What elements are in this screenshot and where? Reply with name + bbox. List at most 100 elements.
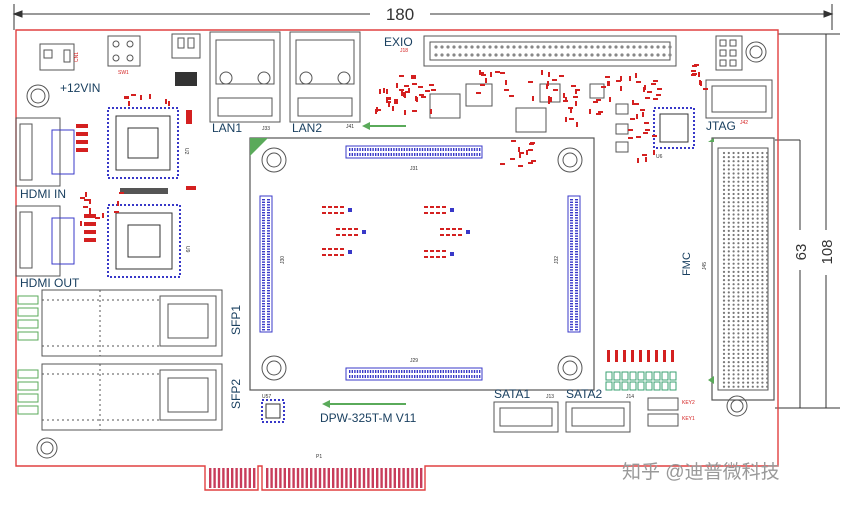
fmc-pin xyxy=(722,197,726,200)
fmc-pin xyxy=(756,315,759,319)
connector-pin xyxy=(447,148,450,151)
exio-pin xyxy=(458,45,462,49)
passive-part xyxy=(376,109,381,111)
passive-part xyxy=(411,77,416,79)
fmc-pin xyxy=(727,315,730,319)
connector-pin xyxy=(570,258,573,261)
passive-part xyxy=(421,96,426,98)
connector-pin xyxy=(262,269,265,271)
fmc-pin xyxy=(751,262,754,265)
fmc-pin xyxy=(737,262,740,265)
connector-pin xyxy=(570,266,573,268)
fmc-pin xyxy=(732,336,735,339)
connector-pin xyxy=(377,375,379,378)
connector-pin xyxy=(453,375,455,378)
exio-label: EXIO xyxy=(384,35,413,49)
fmc-pin xyxy=(737,307,740,310)
connector-pin xyxy=(575,199,578,201)
connector-pin xyxy=(460,153,463,156)
gold-finger-pad xyxy=(380,468,383,488)
gold-finger-pad xyxy=(402,468,405,488)
fmc-pin xyxy=(737,250,740,253)
fmc-pin xyxy=(756,209,759,212)
fmc-pin xyxy=(722,279,726,282)
passive-part xyxy=(651,83,656,85)
led xyxy=(613,371,621,381)
connector-pin xyxy=(395,370,398,373)
fmc-pin xyxy=(742,172,745,175)
fmc-pin xyxy=(732,238,735,241)
fmc-pin xyxy=(737,291,740,294)
switch-sw1 xyxy=(107,35,141,67)
connector-pin xyxy=(575,253,578,255)
fmc-pin xyxy=(751,279,754,282)
fmc-pin xyxy=(722,381,726,384)
fmc-pin xyxy=(746,356,750,360)
fmc-pin xyxy=(766,348,769,351)
capacitor xyxy=(340,248,344,250)
fmc-pin xyxy=(756,356,759,360)
connector-pin xyxy=(429,148,431,151)
fmc-pin xyxy=(737,205,740,208)
exio-pin xyxy=(650,53,654,57)
passive-part xyxy=(510,158,515,160)
fmc-pin xyxy=(746,229,750,232)
fmc-pin xyxy=(727,250,730,253)
fmc-pin xyxy=(742,270,745,273)
fmc-pin xyxy=(766,356,769,360)
connector-pin xyxy=(406,153,408,156)
passive-part xyxy=(411,75,416,77)
u6-refdes: U6 xyxy=(656,154,663,160)
passive-part xyxy=(476,92,481,94)
fmc-pin xyxy=(766,307,769,310)
exio-pin xyxy=(518,53,522,57)
dimension-height xyxy=(775,33,840,409)
fmc-pin xyxy=(742,205,745,208)
fmc-pin xyxy=(756,250,759,253)
fmc-pin xyxy=(766,315,769,319)
gold-finger-pad xyxy=(296,468,300,488)
exio-pin xyxy=(656,53,660,57)
passive-part xyxy=(95,217,100,219)
fmc-pin xyxy=(766,221,769,224)
fmc-pin xyxy=(727,274,730,278)
connector-pin xyxy=(262,230,265,232)
connector-pin xyxy=(460,375,463,378)
connector-pin xyxy=(437,148,439,151)
exio-pin xyxy=(512,45,516,49)
connector-pin xyxy=(570,326,573,328)
connector-pin xyxy=(267,303,270,305)
connector-pin xyxy=(570,261,573,263)
connector-pin xyxy=(267,295,270,297)
connector-pin xyxy=(445,153,447,156)
connector-pin xyxy=(575,310,578,313)
fmc-pin xyxy=(742,164,745,167)
fmc-pin xyxy=(761,279,764,282)
passive-part xyxy=(401,89,403,94)
fmc-pin xyxy=(756,229,759,232)
fmc-pin xyxy=(732,311,735,314)
connector-pin xyxy=(362,375,364,378)
fmc-pin xyxy=(722,303,726,306)
connector-pin xyxy=(570,305,573,307)
connector-pin xyxy=(463,153,465,156)
passive-part xyxy=(396,83,398,88)
fmc-pin xyxy=(751,172,754,175)
fmc-pin xyxy=(727,356,730,360)
connector-pin xyxy=(385,148,387,151)
connector-pin xyxy=(356,370,359,373)
connector-pin xyxy=(437,153,439,156)
fmc-pin xyxy=(751,369,754,372)
exio-pins xyxy=(434,45,672,57)
fmc-pin xyxy=(766,192,769,196)
passive-part xyxy=(124,97,129,99)
connector-pin xyxy=(262,264,265,266)
connector-pin xyxy=(390,370,392,373)
exio-pin xyxy=(590,45,594,49)
gold-finger-pad xyxy=(274,468,278,488)
passive-part xyxy=(149,94,151,99)
passive-part xyxy=(636,114,638,119)
fmc-pin xyxy=(751,365,754,368)
connector-pin xyxy=(575,271,578,274)
passive-part xyxy=(645,97,650,99)
